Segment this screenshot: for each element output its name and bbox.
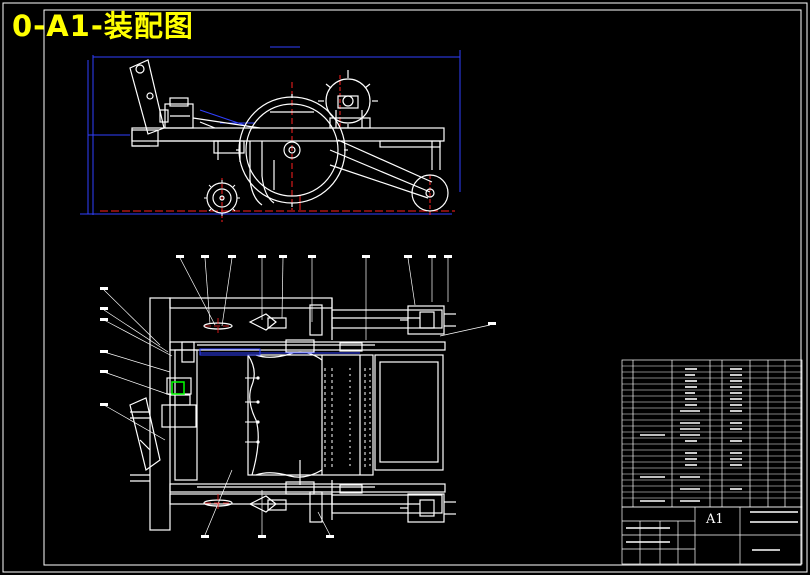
tine-dots bbox=[256, 376, 260, 444]
balloon-markers bbox=[100, 255, 496, 538]
bom-table bbox=[621, 359, 803, 508]
sheet-size-label: A1 bbox=[706, 512, 724, 527]
elevation-view bbox=[80, 46, 461, 222]
plan-geometry bbox=[129, 297, 456, 531]
bom-illegible-marks bbox=[626, 368, 798, 551]
tine-rows bbox=[324, 368, 371, 470]
plan-centerlines bbox=[205, 318, 232, 512]
plan-view bbox=[100, 255, 496, 538]
tine-arrows bbox=[245, 377, 258, 443]
bom-rows bbox=[622, 365, 802, 499]
gear-teeth bbox=[204, 180, 240, 216]
plan-blue-details bbox=[199, 348, 360, 356]
title-block bbox=[621, 359, 803, 565]
balloon-leaders-top bbox=[103, 257, 491, 536]
machine-geometry bbox=[129, 59, 449, 214]
inner-frame bbox=[43, 9, 802, 566]
highlight-marker bbox=[171, 381, 185, 395]
drawing-title: 0-A1-装配图 bbox=[12, 9, 194, 43]
title-block-frame bbox=[621, 506, 803, 565]
